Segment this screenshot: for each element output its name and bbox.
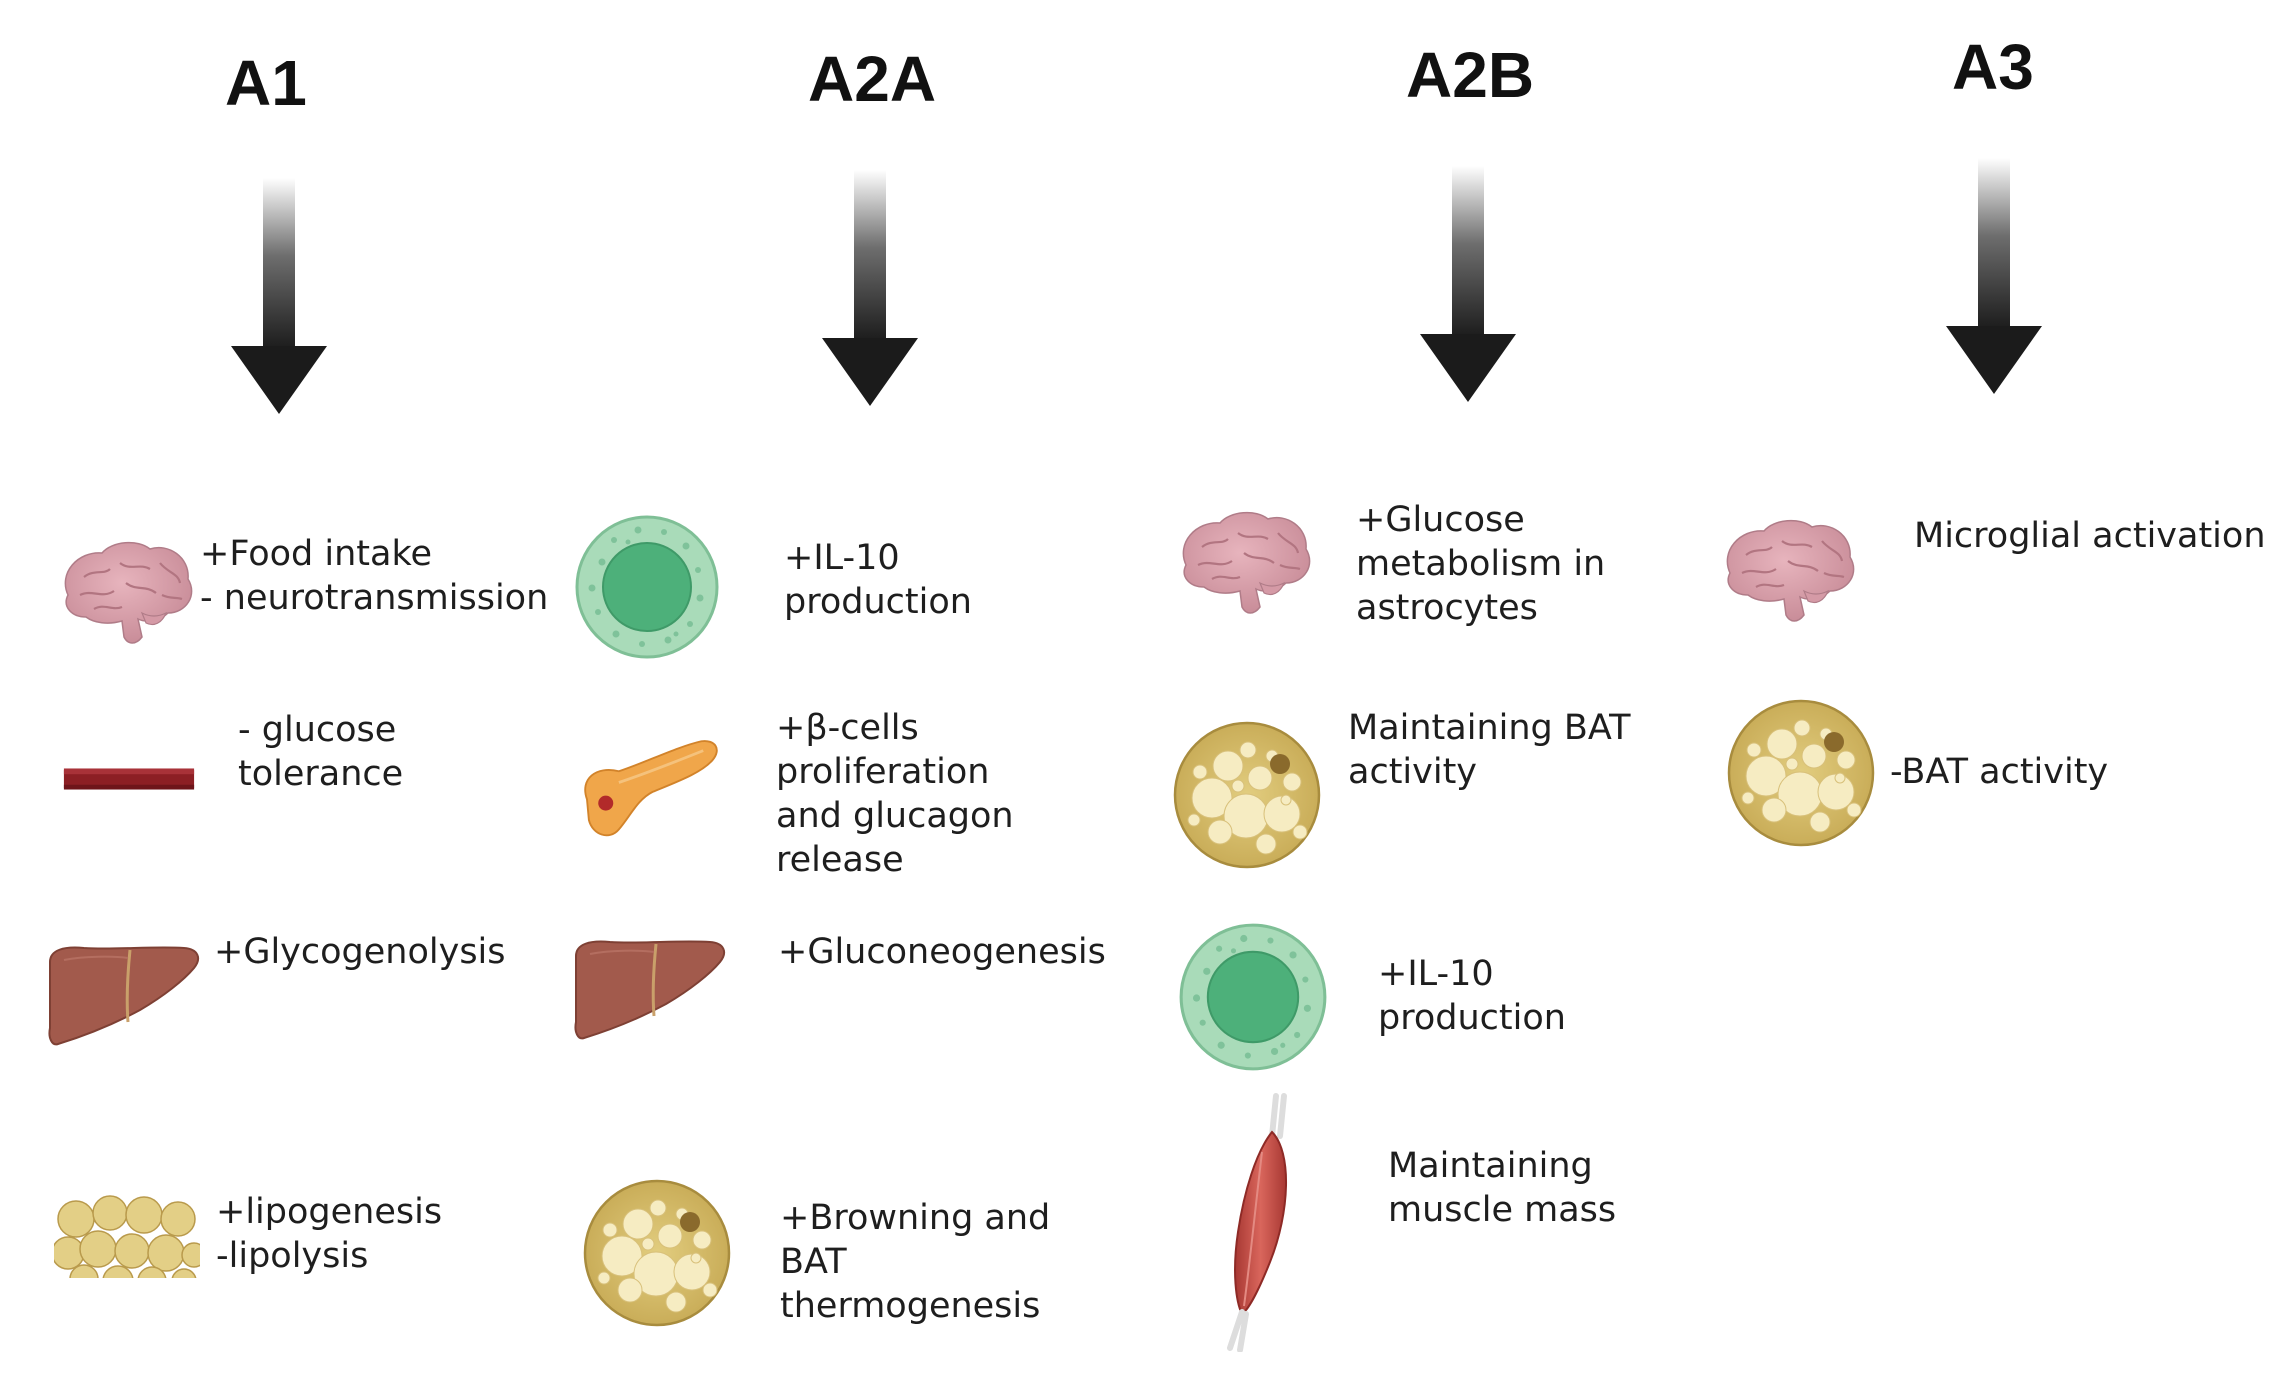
brown-fat-cell-icon bbox=[582, 1178, 732, 1328]
brain-icon bbox=[50, 528, 200, 658]
effect-label: -BAT activity bbox=[1890, 752, 2109, 792]
effect-label: +Glycogenolysis bbox=[214, 932, 506, 972]
down-arrow-icon bbox=[820, 170, 920, 410]
down-arrow-icon bbox=[1944, 158, 2044, 398]
pancreas-icon bbox=[572, 730, 722, 850]
liver-icon bbox=[44, 940, 204, 1050]
down-arrow-icon bbox=[229, 178, 329, 418]
effect-label: +IL-10 production bbox=[784, 538, 972, 622]
down-arrow-icon bbox=[1418, 166, 1518, 406]
effect-label: +Gluconeogenesis bbox=[778, 932, 1106, 972]
effect-label: +Browning and BAT thermogenesis bbox=[780, 1198, 1051, 1326]
brain-icon bbox=[1712, 506, 1862, 636]
column-header: A2A bbox=[808, 43, 937, 115]
effect-label: - glucose tolerance bbox=[238, 710, 404, 794]
adipose-tissue-icon bbox=[54, 1192, 200, 1278]
effect-label: Maintaining BAT activity bbox=[1348, 708, 1631, 792]
column-header: A1 bbox=[225, 47, 307, 119]
immune-cell-icon bbox=[1176, 920, 1330, 1074]
effect-label: Maintaining muscle mass bbox=[1388, 1146, 1617, 1230]
effect-label: +lipogenesis -lipolysis bbox=[216, 1192, 443, 1276]
effect-label: +Glucose metabolism in astrocytes bbox=[1356, 500, 1606, 628]
effect-label: +Food intake - neurotransmission bbox=[200, 534, 549, 618]
brain-icon bbox=[1168, 498, 1318, 628]
brown-fat-cell-icon bbox=[1172, 720, 1322, 870]
column-header: A2B bbox=[1406, 39, 1535, 111]
column-header: A3 bbox=[1952, 31, 2034, 103]
liver-icon bbox=[570, 934, 730, 1044]
brown-fat-cell-icon bbox=[1726, 698, 1876, 848]
effect-label: Microglial activation bbox=[1914, 516, 2266, 556]
blood-vessel-icon bbox=[62, 764, 196, 794]
muscle-icon bbox=[1206, 1092, 1306, 1352]
immune-cell-icon bbox=[572, 512, 722, 662]
effect-label: +IL-10 production bbox=[1378, 954, 1566, 1038]
effect-label: +β-cells proliferation and glucagon rele… bbox=[776, 708, 1014, 880]
